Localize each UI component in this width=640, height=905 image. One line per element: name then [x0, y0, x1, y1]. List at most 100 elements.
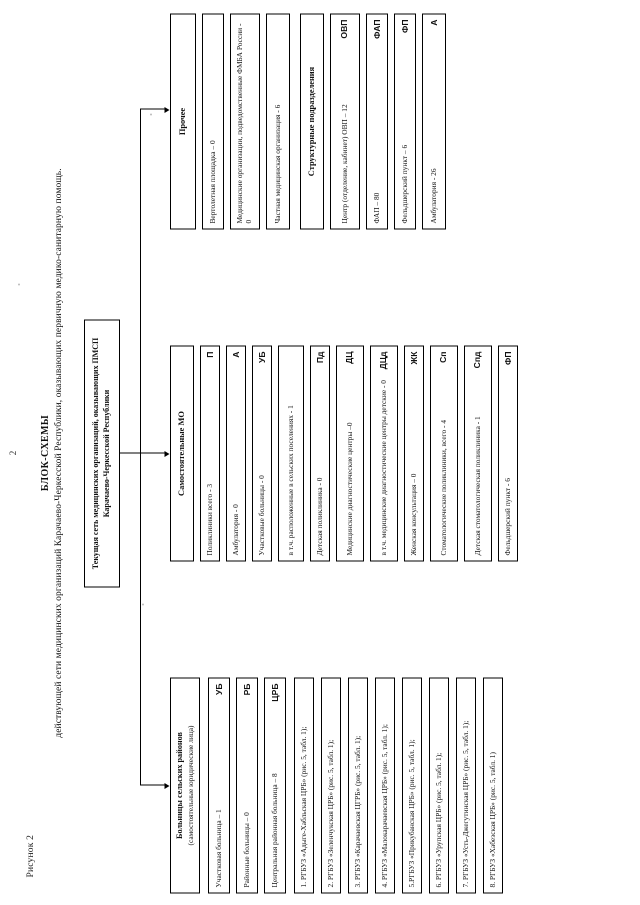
middle-item-5: Медицинские диагностические центры –0 ДЦ	[336, 345, 364, 561]
middle-item-3-text: в т.ч. расположенные в сельских поселени…	[285, 404, 295, 555]
middle-item-8-code: Сп	[438, 351, 449, 363]
connector-middle-down	[140, 452, 167, 453]
middle-item-1-text: Амбулатория - 0	[230, 503, 240, 555]
title-block: БЛОК-СХЕМЫ действующей сети медицинских …	[40, 0, 64, 905]
left-item-5: 3. РГБУЗ «Карачаевская ЦГРБ» (рис. 5, та…	[348, 677, 368, 893]
left-item-10-text: 8. РГБУЗ «Хабезская ЦРБ» (рис. 5, табл. …	[487, 751, 497, 887]
middle-item-2-text: Участковые больницы - 0	[256, 474, 266, 555]
left-item-0-text: Участковая больница – 1	[213, 808, 223, 887]
right-sub-item-0-code: ОВП	[339, 19, 350, 39]
right-sub-item-1: ФАП – 80 ФАП	[366, 13, 388, 229]
left-item-6-text: 4. РГБУЗ «Малокарачаевская ЦРБ» (рис. 5,…	[379, 723, 389, 887]
root-line-1: Текущая сеть медицинских организаций, ок…	[91, 337, 101, 569]
right-column-header: Прочее	[170, 13, 196, 229]
left-column-header-line-2: (самостоятельные юридические лица)	[185, 725, 195, 846]
left-item-0: Участковая больница – 1 УБ	[208, 677, 230, 893]
left-item-10: 8. РГБУЗ «Хабезская ЦРБ» (рис. 5, табл. …	[483, 677, 503, 893]
middle-item-0: Поликлиники всего - 3 П	[200, 345, 220, 561]
connector-root-down	[120, 452, 140, 453]
middle-item-2-code: УБ	[256, 351, 267, 363]
page-number: 2	[8, 450, 18, 455]
connector-bus	[140, 109, 141, 785]
left-item-7: 5.РГБУЗ «Прикубанская ЦРБ» (рис. 5, табл…	[402, 677, 422, 893]
left-column-header: Больницы сельских районов (самостоятельн…	[170, 677, 200, 893]
right-item-0: Вертолетная площадка – 0	[202, 13, 224, 229]
right-item-1: Медицинские организации, подведомственны…	[230, 13, 260, 229]
left-item-0-code: УБ	[213, 683, 224, 695]
page-speck	[18, 283, 20, 285]
block-diagram: Текущая сеть медицинских организаций, ок…	[78, 0, 640, 905]
right-sub-item-3-text: Амбулатория - 26	[428, 167, 438, 223]
right-item-2: Частная медицинская организация - 6	[266, 13, 290, 229]
middle-item-6: в т.ч. медицинские диагностические центр…	[370, 345, 398, 561]
right-sub-item-1-code: ФАП	[371, 19, 382, 39]
middle-item-7: Женская консультация – 0 ЖК	[404, 345, 424, 561]
left-item-2-text: Центральная районная больница – 8	[269, 772, 279, 887]
left-item-8-text: 6. РГБУЗ «Урупская ЦРБ» (рис. 5, табл. 1…	[433, 752, 443, 887]
middle-column-header: Самостоятельные МО	[170, 345, 194, 561]
middle-item-8: Стоматологические поликлиники, всего - 4…	[430, 345, 458, 561]
middle-item-7-text: Женская консультация – 0	[408, 473, 418, 555]
left-item-7-text: 5.РГБУЗ «Прикубанская ЦРБ» (рис. 5, табл…	[406, 738, 416, 887]
middle-item-1-code: А	[230, 351, 241, 358]
middle-column-header-text: Самостоятельные МО	[176, 410, 186, 496]
middle-item-0-code: П	[204, 351, 215, 358]
left-item-1-code: РБ	[241, 683, 252, 695]
connector-left-down	[140, 784, 167, 785]
middle-item-9: Детская стоматологическая поликлиника - …	[464, 345, 492, 561]
right-sub-item-0: Центр (отделение, кабинет) ОВП – 12 ОВП	[330, 13, 360, 229]
left-item-3: 1. РГБУЗ «Адыге-Хабльская ЦРБ» (рис. 5, …	[294, 677, 314, 893]
middle-item-2: Участковые больницы - 0 УБ	[252, 345, 272, 561]
right-sub-item-2-text: Фельдшерский пункт – 6	[399, 144, 409, 223]
middle-item-10-code: ФП	[502, 351, 513, 365]
left-item-1: Районные больницы – 0 РБ	[236, 677, 258, 893]
right-sub-item-3: Амбулатория - 26 А	[422, 13, 446, 229]
left-item-2-code: ЦРБ	[269, 683, 280, 702]
arrow-middle-column	[164, 450, 170, 457]
right-sub-item-2-code: ФП	[399, 19, 410, 33]
middle-item-4-text: Детская поликлиника - 0	[314, 477, 324, 555]
middle-item-4-code: Пд	[314, 351, 325, 363]
left-item-4: 2. РГБУЗ «Зеленчукская ЦРБ» (рис. 5, таб…	[321, 677, 341, 893]
middle-item-10: Фельдшерский пункт - 6 ФП	[498, 345, 518, 561]
middle-item-9-code: Спд	[472, 351, 483, 368]
root-line-2: Карачаево-Черкесской Республики	[102, 389, 111, 517]
left-item-1-text: Районные больницы – 0	[241, 811, 251, 887]
right-sub-header: Структурные подразделения	[300, 13, 324, 229]
root-node: Текущая сеть медицинских организаций, ок…	[84, 319, 120, 587]
left-item-9-text: 7. РГБУЗ «Усть-Джегутинская ЦРБ» (рис. 5…	[460, 720, 470, 887]
middle-item-5-text: Медицинские диагностические центры –0	[344, 421, 354, 555]
arrow-right-column	[164, 106, 170, 113]
figure-caption: Рисунок 2	[26, 834, 36, 877]
right-item-0-text: Вертолетная площадка – 0	[207, 139, 217, 223]
middle-item-4: Детская поликлиника - 0 Пд	[310, 345, 330, 561]
right-column-header-text: Прочее	[177, 107, 187, 135]
right-item-1-text: Медицинские организации, подведомственны…	[235, 23, 253, 223]
right-sub-item-0-text: Центр (отделение, кабинет) ОВП – 12	[339, 103, 349, 223]
left-item-8: 6. РГБУЗ «Урупская ЦРБ» (рис. 5, табл. 1…	[429, 677, 449, 893]
right-item-2-text: Частная медицинская организация - 6	[272, 104, 282, 223]
left-item-3-text: 1. РГБУЗ «Адыге-Хабльская ЦРБ» (рис. 5, …	[298, 726, 308, 887]
connector-right-down	[140, 108, 167, 109]
middle-item-8-text: Стоматологические поликлиники, всего - 4	[438, 419, 448, 555]
right-sub-item-1-text: ФАП – 80	[371, 192, 381, 223]
middle-item-10-text: Фельдшерский пункт - 6	[502, 477, 512, 555]
middle-item-1: Амбулатория - 0 А	[226, 345, 246, 561]
arrow-left-column	[164, 782, 170, 789]
right-sub-item-3-code: А	[428, 19, 439, 26]
middle-item-9-text: Детская стоматологическая поликлиника - …	[472, 415, 482, 555]
left-item-6: 4. РГБУЗ «Малокарачаевская ЦРБ» (рис. 5,…	[375, 677, 395, 893]
left-item-5-text: 3. РГБУЗ «Карачаевская ЦГРБ» (рис. 5, та…	[352, 735, 362, 887]
middle-item-5-code: ДЦ	[344, 351, 355, 364]
left-item-2: Центральная районная больница – 8 ЦРБ	[264, 677, 286, 893]
left-item-9: 7. РГБУЗ «Усть-Джегутинская ЦРБ» (рис. 5…	[456, 677, 476, 893]
right-sub-item-2: Фельдшерский пункт – 6 ФП	[394, 13, 416, 229]
middle-item-7-code: ЖК	[408, 351, 419, 365]
right-sub-header-text: Структурные подразделения	[306, 66, 316, 176]
middle-item-3: в т.ч. расположенные в сельских поселени…	[278, 345, 304, 561]
left-item-4-text: 2. РГБУЗ «Зеленчукская ЦРБ» (рис. 5, таб…	[325, 739, 335, 887]
middle-item-0-text: Поликлиники всего - 3	[204, 483, 214, 555]
middle-item-6-text: в т.ч. медицинские диагностические центр…	[378, 379, 388, 555]
middle-item-6-code: ДЦд	[378, 351, 389, 369]
